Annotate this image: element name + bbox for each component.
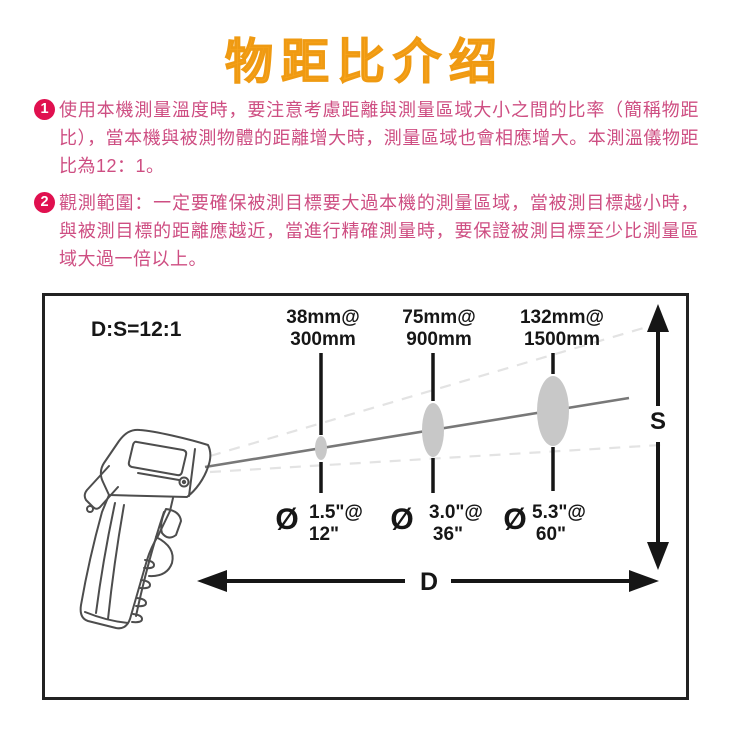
diameter-symbol: Ø xyxy=(275,503,298,536)
d-dimension-arrow: D xyxy=(197,568,659,596)
metric-labels: 38mm@ 300mm 75mm@ 900mm 132mm@ 1500mm xyxy=(286,307,604,350)
notes-section: 1 使用本機測量溫度時，要注意考慮距離與測量區域大小之間的比率（簡稱物距比），當… xyxy=(34,96,700,282)
s-dimension-arrow: S xyxy=(647,304,669,570)
ratio-label: D:S=12:1 xyxy=(91,318,182,341)
page-title: 物距比介绍 xyxy=(224,35,505,89)
measurement-spot-ellipse xyxy=(537,376,569,446)
spot-dist-in-label: 60" xyxy=(536,524,566,545)
note-item-2: 2 觀測範圍：一定要確保被測目標要大過本機的測量區域，當被測目標越小時，與被測目… xyxy=(34,189,700,273)
arrowhead-down-icon xyxy=(647,542,669,570)
diameter-symbol: Ø xyxy=(503,503,526,536)
arrowhead-right-icon xyxy=(629,570,659,592)
spot-size-mm-label: 38mm@ xyxy=(286,307,359,328)
s-axis-label: S xyxy=(650,408,666,435)
distance-spot-diagram: D:S=12:1 38mm@ xyxy=(42,293,689,700)
spot-size-mm-label: 132mm@ xyxy=(520,307,604,328)
spot-dist-mm-label: 900mm xyxy=(406,329,472,350)
diameter-symbol: Ø xyxy=(390,503,413,536)
imperial-labels: Ø 1.5"@ 12" Ø 3.0"@ 36" Ø 5.3"@ 60" xyxy=(275,502,586,545)
diagram-canvas: D:S=12:1 38mm@ xyxy=(79,304,669,630)
beam-cone-dashes xyxy=(209,322,662,474)
ir-thermometer-illustration xyxy=(79,428,212,630)
measurement-spot-ellipse xyxy=(315,436,327,460)
d-axis-label: D xyxy=(420,568,438,596)
spot-connector-lines xyxy=(319,353,555,493)
note-number-badge: 1 xyxy=(34,99,55,120)
spot-size-in-label: 3.0"@ xyxy=(429,502,483,523)
note-number-badge: 2 xyxy=(34,192,55,213)
arrowhead-left-icon xyxy=(197,570,227,592)
note-text: 使用本機測量溫度時，要注意考慮距離與測量區域大小之間的比率（簡稱物距比），當本機… xyxy=(59,100,699,176)
spot-dist-mm-label: 1500mm xyxy=(524,329,600,350)
spot-size-mm-label: 75mm@ xyxy=(402,307,475,328)
measurement-spots xyxy=(315,376,569,460)
spot-dist-in-label: 36" xyxy=(433,524,463,545)
spot-dist-in-label: 12" xyxy=(309,524,339,545)
note-item-1: 1 使用本機測量溫度時，要注意考慮距離與測量區域大小之間的比率（簡稱物距比），當… xyxy=(34,96,700,180)
note-text: 觀測範圍：一定要確保被測目標要大過本機的測量區域，當被測目標越小時，與被測目標的… xyxy=(59,193,699,269)
spot-dist-mm-label: 300mm xyxy=(290,329,356,350)
arrowhead-up-icon xyxy=(647,304,669,332)
spot-size-in-label: 5.3"@ xyxy=(532,502,586,523)
measurement-spot-ellipse xyxy=(422,403,444,457)
spot-size-in-label: 1.5"@ xyxy=(309,502,363,523)
